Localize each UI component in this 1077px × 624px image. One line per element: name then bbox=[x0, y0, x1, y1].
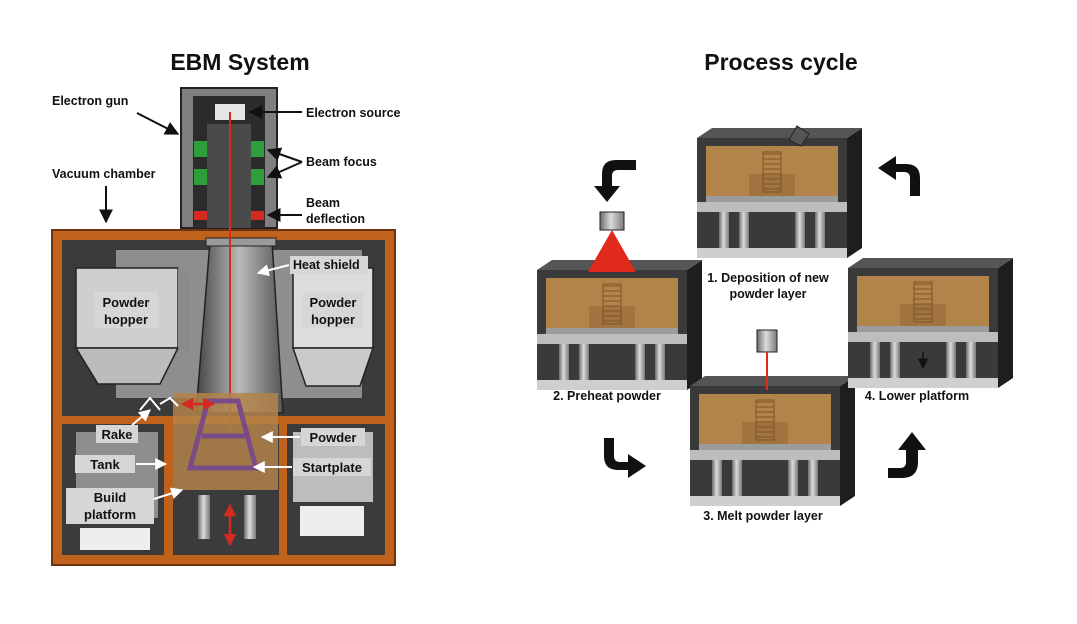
build-platform-label-line2: platform bbox=[84, 507, 136, 522]
beam-focus-coil bbox=[194, 169, 207, 185]
powder-label: Powder bbox=[310, 430, 357, 445]
beam-deflection-label-line2: deflection bbox=[306, 212, 365, 226]
rake bbox=[139, 396, 179, 411]
vacuum-chamber-label: Vacuum chamber bbox=[52, 167, 156, 181]
powder-hopper-left-label: Powder bbox=[103, 295, 150, 310]
curved-arrow-down-right-icon bbox=[604, 438, 646, 478]
beam-focus-label: Beam focus bbox=[306, 155, 377, 169]
step-3-cell bbox=[689, 375, 856, 507]
step-1-caption-line2: powder layer bbox=[729, 287, 806, 301]
beam-deflection-coil bbox=[251, 211, 264, 220]
powder-hopper-right-label: Powder bbox=[310, 295, 357, 310]
tank-label: Tank bbox=[90, 457, 120, 472]
powder-bed bbox=[173, 393, 278, 490]
step-1-cell bbox=[696, 125, 863, 259]
build-platform-left bbox=[80, 528, 150, 550]
beam-deflection-label: Beam bbox=[306, 196, 340, 210]
step-4-caption: 4. Lower platform bbox=[865, 389, 969, 403]
ebm-title: EBM System bbox=[170, 49, 309, 75]
piston bbox=[244, 495, 256, 539]
beam-deflection-coil bbox=[194, 211, 207, 220]
rake-label: Rake bbox=[101, 427, 132, 442]
step-2-cell bbox=[536, 259, 703, 391]
powder-hopper-left-label-line2: hopper bbox=[104, 312, 148, 327]
beam-focus-coil bbox=[251, 169, 264, 185]
cycle-arrows bbox=[594, 156, 926, 478]
process-cycle: Process cycle 1. Deposition of new powde… bbox=[536, 49, 1014, 523]
startplate-label: Startplate bbox=[302, 460, 362, 475]
heat-shield-label: Heat shield bbox=[293, 258, 360, 272]
curved-arrow-down-left-icon bbox=[594, 158, 636, 202]
beam-focus-coil bbox=[251, 141, 264, 157]
step-3-caption: 3. Melt powder layer bbox=[703, 509, 823, 523]
powder-hopper-right-label-line2: hopper bbox=[311, 312, 355, 327]
powder-rake-icon bbox=[788, 125, 810, 147]
preheat-beam-cone bbox=[588, 230, 636, 272]
process-cycle-title: Process cycle bbox=[704, 49, 857, 75]
piston bbox=[198, 495, 210, 539]
beam-focus-coil bbox=[194, 141, 207, 157]
build-platform-label: Build bbox=[94, 490, 127, 505]
curved-arrow-up-left-icon bbox=[878, 156, 922, 196]
electron-gun-label: Electron gun bbox=[52, 94, 128, 108]
step-2-caption: 2. Preheat powder bbox=[553, 389, 661, 403]
step-1-caption: 1. Deposition of new bbox=[707, 271, 829, 285]
step-4-cell bbox=[847, 257, 1014, 389]
melt-gun bbox=[756, 329, 778, 353]
ebm-system: EBM System bbox=[51, 49, 401, 566]
preheat-gun bbox=[599, 211, 625, 231]
electron-source-label: Electron source bbox=[306, 106, 401, 120]
curved-arrow-up-right-icon bbox=[888, 432, 926, 478]
heat-shield bbox=[195, 241, 284, 414]
